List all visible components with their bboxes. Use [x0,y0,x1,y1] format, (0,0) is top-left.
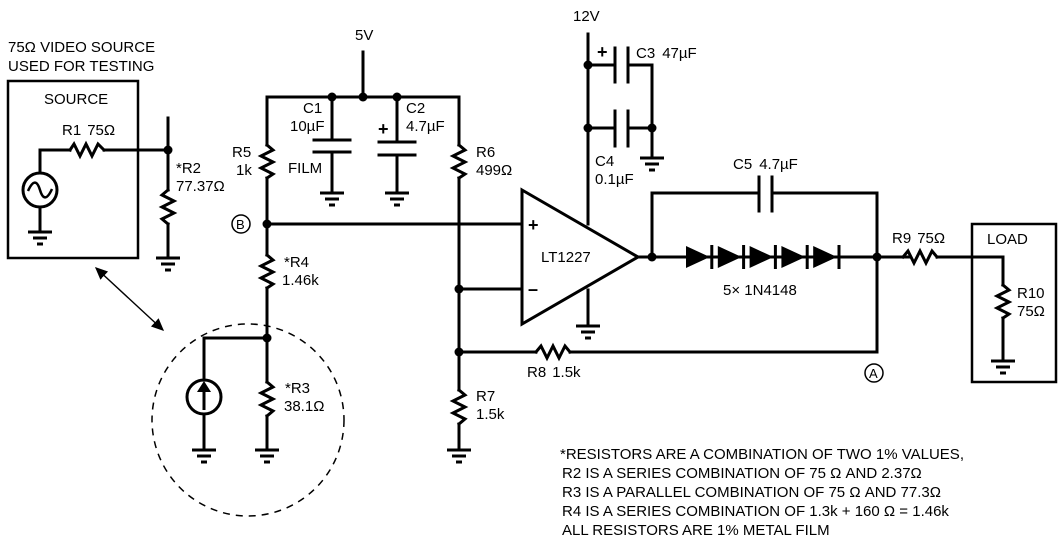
footnote-line: R2 IS A SERIES COMBINATION OF 75 Ω AND 2… [562,465,922,482]
resistor-r7 [449,387,469,427]
c2-name: C2 [406,100,425,117]
dashed-test-circle [151,323,345,517]
resistor-r10 [993,282,1013,321]
correspondence-arrow [94,267,165,331]
ground-icon [154,256,182,272]
load-box-label: LOAD [987,231,1028,248]
node-b-marker [231,214,251,234]
title-note-line-1: 75Ω VIDEO SOURCE [8,39,155,56]
source-box-label: SOURCE [44,91,108,108]
ground-icon [253,448,281,464]
c4-value: 0.1µF [595,171,634,188]
current-source-icon [185,378,223,416]
r2-value: 77.37Ω [176,178,225,195]
supply-5v-label: 5V [355,27,373,44]
capacitor-c1 [312,95,352,194]
capacitor-c2 [377,95,417,194]
r10-value: 75Ω [1017,303,1045,320]
footnote-line: R4 IS A SERIES COMBINATION OF 1.3k + 160… [562,503,949,520]
diode-label: 5× 1N4148 [723,282,797,299]
resistor-r3 [257,379,277,419]
resistor-r4 [257,252,277,291]
r10-name: R10 [1017,285,1045,302]
r6-name: R6 [476,144,495,161]
ground-icon [318,191,346,207]
resistor-r5 [257,142,277,181]
r5-value: 1k [236,162,252,179]
supply-12v-label: 12V [573,8,600,25]
ac-source-icon [21,171,59,209]
junction-dot [358,92,368,102]
ground-icon [638,156,666,172]
resistor-r9 [900,247,940,267]
resistor-r1 [67,140,107,160]
opamp-plus-sign: + [528,215,539,235]
c1-note: FILM [288,160,322,177]
resistor-r2 [158,187,178,227]
ground-icon [989,359,1017,375]
opamp-label: LT1227 [541,249,591,266]
ground-icon [190,448,218,464]
ground-icon [383,191,411,207]
ground-icon [26,230,54,246]
opamp-minus-sign: – [528,279,538,299]
junction-dot [163,145,173,155]
c2-value: 4.7µF [406,118,445,135]
r3-value: 38.1Ω [284,398,324,415]
r7-value: 1.5k [476,406,505,423]
r6-value: 499Ω [476,162,512,179]
c4-name: C4 [595,153,614,170]
junction-dot [872,252,882,262]
c3-polarity: + [597,42,608,62]
ground-icon [574,324,602,340]
capacitor-c3 [586,46,654,130]
diode-2 [717,246,742,268]
footnotes: *RESISTORS ARE A COMBINATION OF TWO 1% V… [560,446,964,539]
r7-name: R7 [476,388,495,405]
node-b-label: B [236,217,245,232]
diode-4 [781,246,806,268]
footnote-line: *RESISTORS ARE A COMBINATION OF TWO 1% V… [560,446,964,463]
resistor-r6 [449,142,469,181]
resistor-r8 [533,342,573,362]
r2-name: *R2 [176,160,201,177]
capacitor-c4 [586,109,654,148]
r5-name: R5 [232,144,251,161]
opamp-lt1227: + – LT1227 [520,187,641,327]
title-note-line-2: USED FOR TESTING [8,58,154,75]
c1-value: 10µF [290,118,325,135]
r3-name: *R3 [285,380,310,397]
diode-string [684,245,843,269]
r4-name: *R4 [284,254,309,271]
c2-polarity: + [378,119,389,139]
footnote-line: ALL RESISTORS ARE 1% METAL FILM [562,522,830,539]
r4-value: 1.46k [282,272,319,289]
diode-3 [749,246,774,268]
ground-icon [445,448,473,464]
capacitor-c5 [757,175,774,213]
c1-name: C1 [303,100,322,117]
footnote-line: R3 IS A PARALLEL COMBINATION OF 75 Ω AND… [562,484,941,501]
load-box: LOAD [970,222,1058,384]
node-a-label: A [869,366,878,381]
node-a-marker [864,363,884,383]
diode-5 [813,246,837,268]
diode-1 [686,246,710,268]
